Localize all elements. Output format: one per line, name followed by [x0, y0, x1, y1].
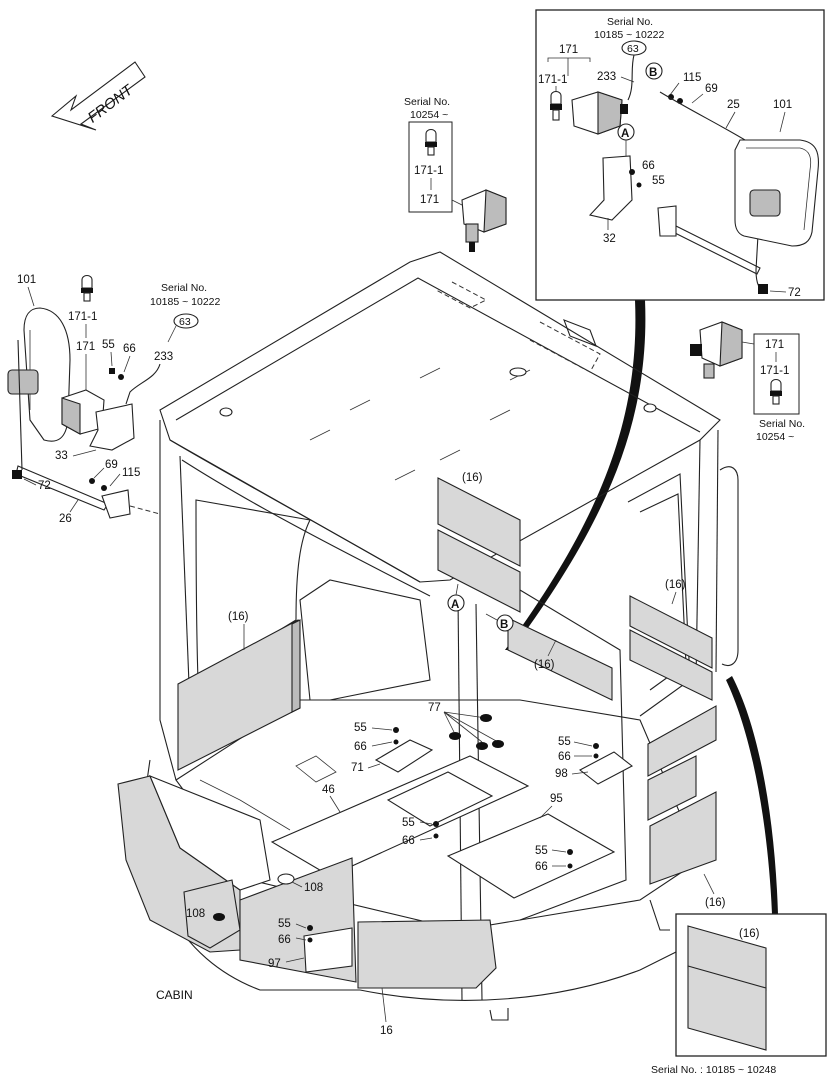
left-bulb-icon: [81, 274, 93, 302]
left-bulb-171-1: 171-1: [68, 311, 97, 323]
inset-serial-title: Serial No.: [607, 16, 653, 28]
screw-66-e: 66: [278, 934, 291, 946]
rear-serial-title: Serial No.: [404, 96, 450, 108]
right-bulb-171-1: 171-1: [760, 365, 789, 377]
inset-screw-66: 66: [642, 160, 655, 172]
leader-curve-bottom: [726, 676, 778, 914]
inset-screw-55: 55: [652, 175, 665, 187]
right-serial-range: 10254 ~: [756, 431, 794, 443]
pad-top-label: (16): [462, 472, 483, 484]
right-serial-title: Serial No.: [759, 418, 805, 430]
pad-right-label: (16): [665, 579, 686, 591]
left-screw-66: 66: [123, 343, 136, 355]
inset-wire-25: 25: [727, 99, 740, 111]
rear-serial-range: 10254 ~: [410, 109, 448, 121]
grommet-108-b: 108: [186, 908, 205, 920]
inset-bulb-171-1: 171-1: [538, 74, 567, 86]
inset-marker-b: B: [649, 67, 657, 79]
rear-bulb-171-1: 171-1: [414, 165, 443, 177]
grommet-108-a: 108: [304, 882, 323, 894]
left-work-lamp-icon: [61, 389, 105, 435]
rear-lamp-callout: Serial No. 10254 ~ 171-1 171: [404, 96, 507, 252]
cabin-label: CABIN: [156, 988, 193, 1002]
inset-bolt-115: 115: [683, 72, 701, 84]
left-bracket-33: 33: [55, 450, 68, 462]
left-screw-55: 55: [102, 339, 115, 351]
left-mirror-lamp-group: 101 171-1 171 Serial No. 10185 ~ 10222 6…: [7, 274, 221, 540]
left-serial-title: Serial No.: [161, 282, 207, 294]
left-arm-26: 26: [59, 513, 72, 525]
pad-front-16: 16: [380, 1025, 393, 1037]
cabin-frame: [145, 251, 739, 1021]
rubber-77: 77: [428, 702, 441, 714]
inset-washer-69: 69: [705, 83, 718, 95]
cabin-pads: (16) (16) (16) (16) (16): [177, 472, 726, 909]
cover-97: 97: [268, 958, 281, 970]
screw-55-d: 55: [535, 845, 548, 857]
inset-pads-serial: (16) Serial No. : 10185 ~ 10248: [651, 913, 827, 1076]
pad-center-label: (16): [534, 659, 555, 671]
front-direction-arrow: FRONT: [50, 61, 146, 131]
right-work-lamp-icon: [690, 321, 743, 379]
pad-left-label: (16): [228, 611, 249, 623]
left-cable-233: 233: [154, 351, 173, 363]
left-bolt-115: 115: [122, 467, 140, 479]
floor-parts: 77 55 66 71 46 55 66 55 66 98 95 55: [270, 702, 634, 899]
inset-marker-a: A: [621, 128, 629, 140]
screw-66-c: 66: [558, 751, 571, 763]
inset-lamp-171: 171: [559, 44, 578, 56]
left-washer-69: 69: [105, 459, 118, 471]
screw-55-b: 55: [402, 817, 415, 829]
bulb-icon: [550, 90, 562, 121]
screw-66-a: 66: [354, 741, 367, 753]
screw-66-b: 66: [402, 835, 415, 847]
inset-serial-range: 10185 ~ 10222: [594, 29, 665, 41]
inset-bracket-32: 32: [603, 233, 616, 245]
screw-55-c: 55: [558, 736, 571, 748]
front-lower-panels: 108 108 55 66 97 CABIN 16: [117, 775, 497, 1037]
marker-a: A: [451, 599, 459, 611]
left-cap-72: 72: [38, 480, 51, 492]
left-lamp-171: 171: [76, 341, 95, 353]
inset-serial-note: Serial No. : 10185 ~ 10248: [651, 1064, 776, 1076]
inset-pad-label: (16): [739, 928, 760, 940]
plate-95: 95: [550, 793, 563, 805]
pad-right-low-label: (16): [705, 897, 726, 909]
mat-46: 46: [322, 784, 335, 796]
marker-b: B: [500, 619, 508, 631]
clip-98: 98: [555, 768, 568, 780]
markers: A B: [447, 583, 514, 632]
right-lamp-callout: 171 171-1 Serial No. 10254 ~: [690, 321, 805, 443]
inset-mirror-lamp: Serial No. 10185 ~ 10222 63 171 171-1 23…: [535, 9, 825, 301]
left-serial-range: 10185 ~ 10222: [150, 296, 221, 308]
inset-circled-63: 63: [627, 43, 639, 55]
inset-cap-72: 72: [788, 287, 801, 299]
inset-cable-233: 233: [597, 71, 616, 83]
inset-mirror-101: 101: [773, 99, 792, 111]
screw-55-e: 55: [278, 918, 291, 930]
mirror-icon: [734, 139, 820, 247]
left-circled-63: 63: [179, 316, 191, 328]
leader-curve-top: [505, 300, 646, 650]
rear-work-lamp-icon: [461, 189, 507, 252]
right-bulb-icon: [770, 378, 782, 405]
screw-55-a: 55: [354, 722, 367, 734]
right-lamp-171: 171: [765, 339, 784, 351]
lid-71: 71: [351, 762, 364, 774]
left-mirror-icon: [7, 307, 71, 471]
rear-lamp-171: 171: [420, 194, 439, 206]
rear-bulb-icon: [425, 128, 437, 156]
left-mirror-101: 101: [17, 274, 36, 286]
screw-66-d: 66: [535, 861, 548, 873]
